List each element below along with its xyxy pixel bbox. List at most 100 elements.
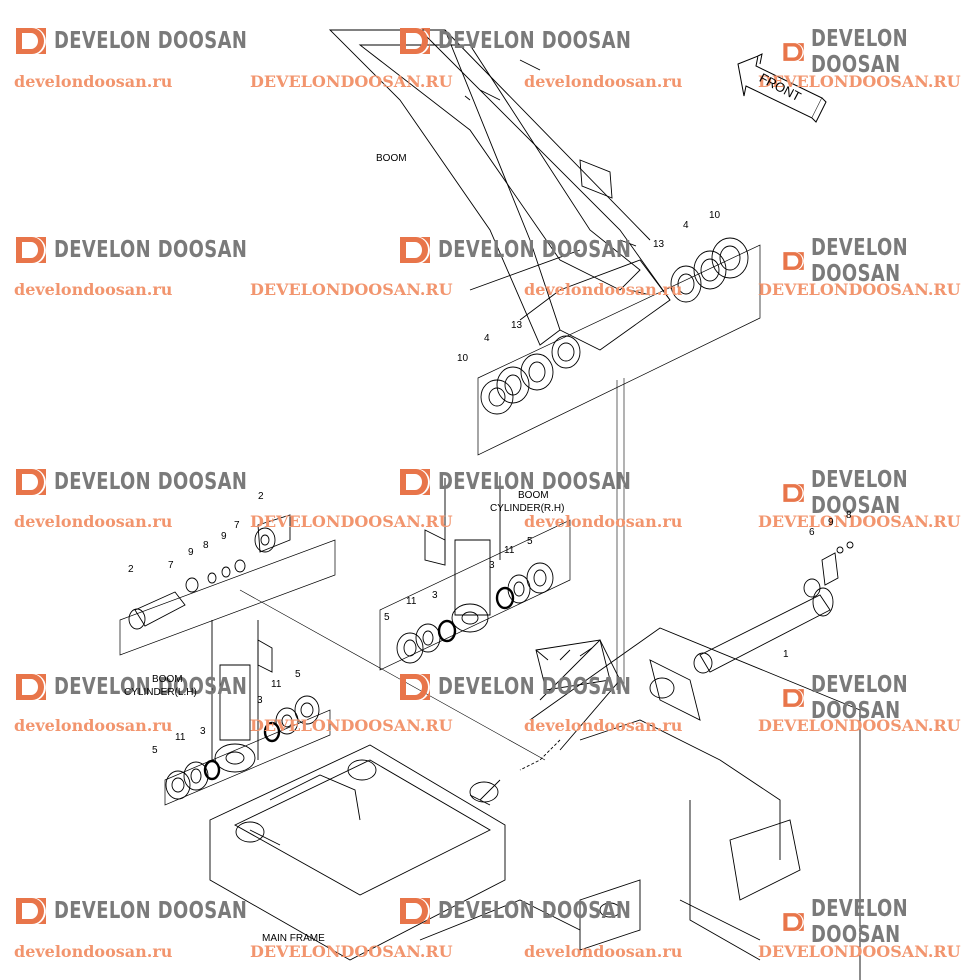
watermark-url: DEVELONDOOSAN.RU: [250, 512, 453, 531]
watermark-brand: DEVELON DOOSAN: [438, 674, 632, 700]
brand-logo-icon: [783, 43, 804, 61]
callout-number: 7: [234, 520, 240, 531]
watermark-logo: DEVELON DOOSAN: [398, 26, 686, 56]
watermark-brand: DEVELON DOOSAN: [811, 467, 909, 519]
watermark-url: develondoosan.ru: [524, 280, 683, 299]
watermark-brand: DEVELON DOOSAN: [811, 672, 909, 724]
callout-number: 10: [709, 210, 721, 221]
label-main-frame: MAIN FRAME: [262, 933, 325, 944]
callout-number: 9: [188, 547, 194, 558]
washer-group-lh-left: [165, 759, 221, 800]
washer-group-upper-right: [670, 237, 749, 303]
brand-logo-icon: [400, 28, 430, 54]
brand-logo-icon: [400, 469, 430, 495]
watermark-logo: DEVELON DOOSAN: [782, 672, 980, 724]
watermark-url: develondoosan.ru: [524, 72, 683, 91]
callout-number: 8: [846, 510, 852, 521]
watermark-url: develondoosan.ru: [14, 72, 173, 91]
label-boom: BOOM: [376, 153, 407, 164]
watermark-url: develondoosan.ru: [14, 512, 173, 531]
brand-logo-icon: [400, 237, 430, 263]
callout-number: 5: [295, 669, 301, 680]
brand-logo-icon: [783, 689, 804, 707]
lh-cylinder-panel: [164, 709, 331, 806]
callout-number: 10: [457, 353, 469, 364]
watermark-brand: DEVELON DOOSAN: [54, 28, 248, 54]
brand-logo-icon: [16, 898, 46, 924]
callout-number: 11: [406, 596, 417, 607]
callout-number: 5: [527, 536, 533, 547]
watermark-logo: DEVELON DOOSAN: [398, 896, 686, 926]
watermark-logo: DEVELON DOOSAN: [782, 467, 980, 519]
callout-number: 11: [175, 732, 186, 743]
brand-logo-icon: [783, 484, 804, 502]
boom-panel: [477, 244, 761, 456]
watermark-logo: DEVELON DOOSAN: [398, 672, 686, 702]
callout-number: 11: [504, 545, 515, 556]
watermark-url: DEVELONDOOSAN.RU: [758, 716, 961, 735]
watermark-url: develondoosan.ru: [524, 512, 683, 531]
watermark-logo: DEVELON DOOSAN: [782, 26, 980, 78]
watermark-brand: DEVELON DOOSAN: [811, 235, 909, 287]
brand-logo-icon: [16, 469, 46, 495]
pin-parts: [128, 514, 291, 630]
watermark-url: develondoosan.ru: [14, 716, 173, 735]
callout-number: 13: [653, 239, 665, 250]
label-boom-cylinder-rh-line2: CYLINDER(R.H): [490, 503, 565, 514]
watermark-brand: DEVELON DOOSAN: [811, 896, 909, 948]
label-boom-cylinder-rh-line1: BOOM: [518, 490, 549, 501]
callout-number: 7: [168, 560, 174, 571]
watermark-brand: DEVELON DOOSAN: [438, 28, 632, 54]
callout-number: 6: [809, 527, 815, 538]
brand-logo-icon: [16, 28, 46, 54]
brand-logo-icon: [400, 898, 430, 924]
boom-structure: [328, 29, 671, 369]
watermark-brand: DEVELON DOOSAN: [811, 26, 909, 78]
rh-cylinder-panel: [379, 519, 571, 671]
callout-number: 8: [203, 540, 209, 551]
watermark-url: DEVELONDOOSAN.RU: [758, 72, 961, 91]
label-boom-cylinder-lh-line1: BOOM: [152, 674, 183, 685]
callout-number: 9: [221, 531, 227, 542]
callout-number: 11: [271, 679, 282, 690]
watermark-logo: DEVELON DOOSAN: [782, 235, 980, 287]
watermark-logo: DEVELON DOOSAN: [782, 896, 980, 948]
watermark-url: DEVELONDOOSAN.RU: [250, 280, 453, 299]
watermark-url: DEVELONDOOSAN.RU: [250, 942, 453, 961]
washer-group-lh-right: [263, 695, 320, 743]
watermark-brand: DEVELON DOOSAN: [438, 237, 632, 263]
main-frame: [209, 627, 861, 980]
callout-number: 3: [489, 560, 495, 571]
pin-panel: [119, 539, 336, 656]
watermark-logo: DEVELON DOOSAN: [14, 467, 302, 497]
watermark-brand: DEVELON DOOSAN: [54, 674, 248, 700]
brand-logo-icon: [783, 913, 804, 931]
watermark-url: develondoosan.ru: [524, 716, 683, 735]
watermark-url: DEVELONDOOSAN.RU: [758, 512, 961, 531]
brand-logo-icon: [783, 252, 804, 270]
label-boom-cylinder-lh-line2: CYLINDER(L.H): [124, 687, 197, 698]
washer-group-upper-left: [480, 353, 554, 415]
callout-number: 3: [432, 590, 438, 601]
watermark-url: DEVELONDOOSAN.RU: [250, 716, 453, 735]
watermark-logo: DEVELON DOOSAN: [398, 235, 686, 265]
washer-group-rh-left: [396, 619, 457, 664]
callout-number: 9: [828, 517, 834, 528]
boom-cylinder-rh: [424, 476, 501, 633]
brand-logo-icon: [16, 674, 46, 700]
watermark-logo: DEVELON DOOSAN: [14, 26, 302, 56]
boom-cylinder-lh: [211, 620, 273, 773]
watermark-brand: DEVELON DOOSAN: [54, 237, 248, 263]
watermark-brand: DEVELON DOOSAN: [438, 898, 632, 924]
front-arrow: [737, 53, 827, 123]
callout-number: 1: [783, 649, 789, 660]
callout-number: 2: [258, 491, 264, 502]
callout-number: 13: [511, 320, 523, 331]
watermark-url: develondoosan.ru: [14, 942, 173, 961]
watermark-brand: DEVELON DOOSAN: [54, 469, 248, 495]
watermark-url: DEVELONDOOSAN.RU: [758, 942, 961, 961]
watermark-url: DEVELONDOOSAN.RU: [758, 280, 961, 299]
watermark-logo: DEVELON DOOSAN: [14, 672, 302, 702]
